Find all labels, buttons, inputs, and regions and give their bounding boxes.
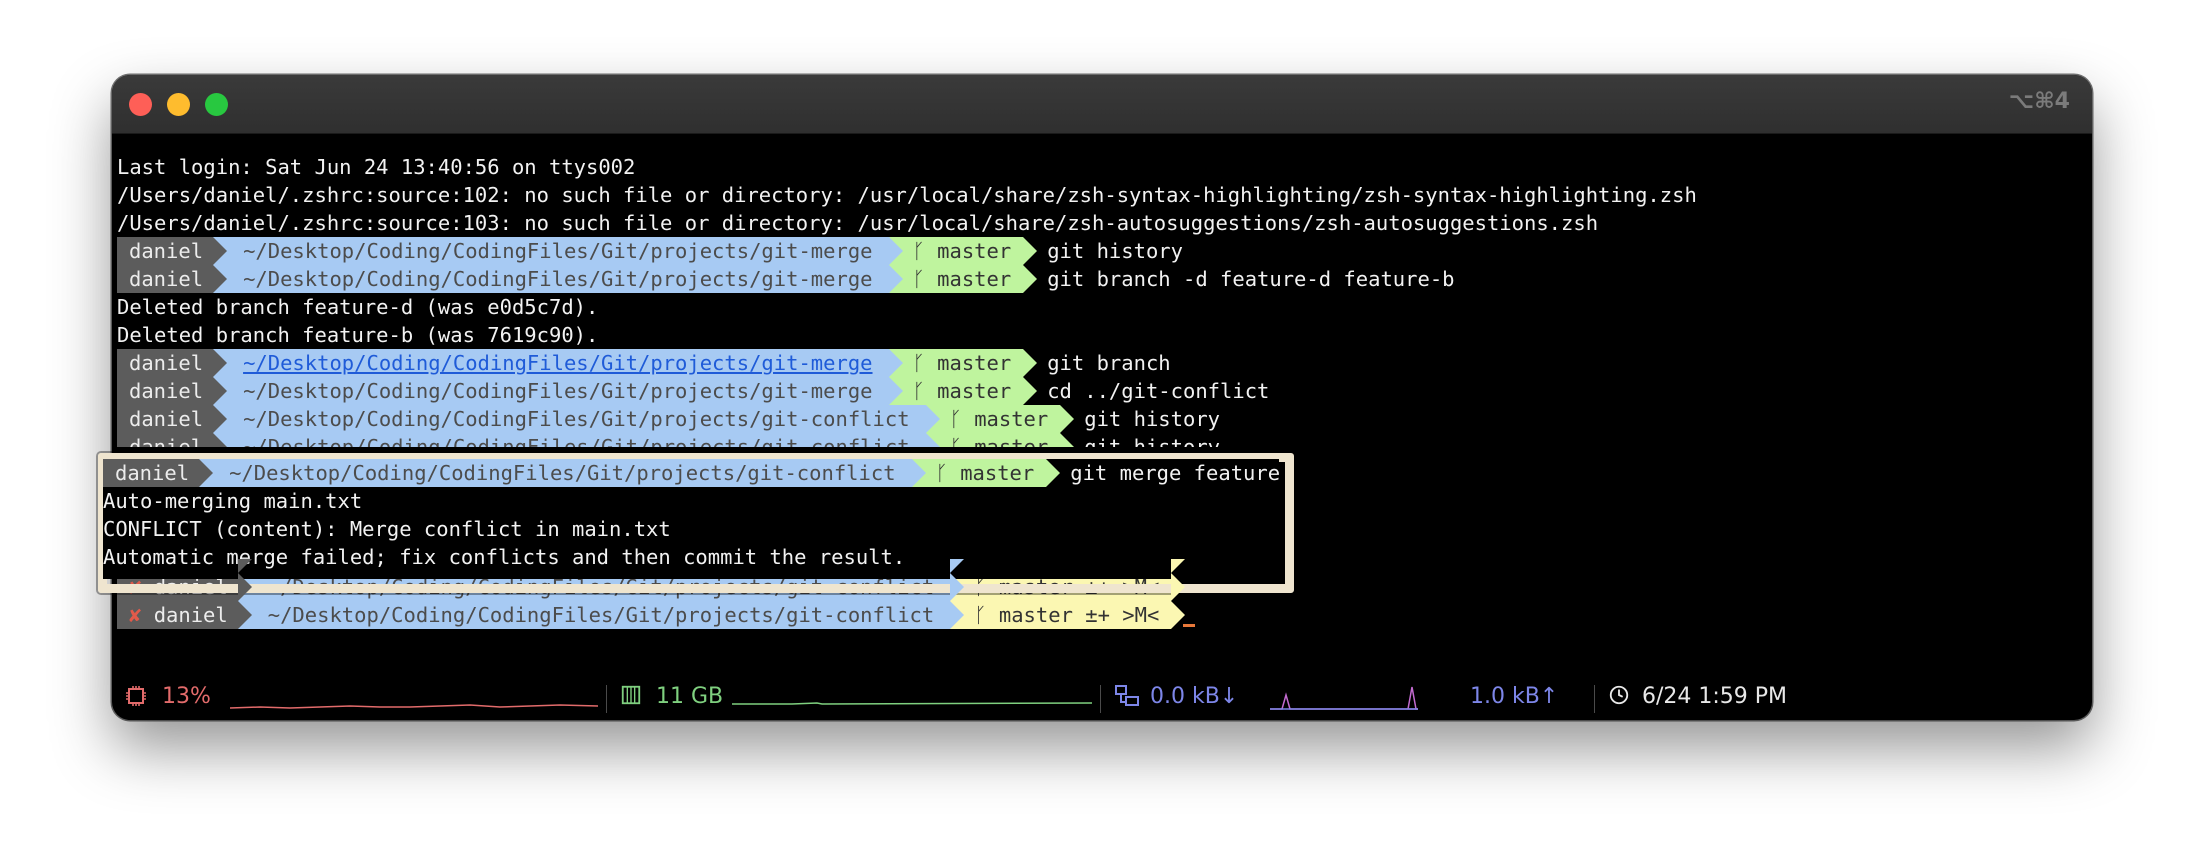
prompt-user: daniel xyxy=(117,265,228,293)
status-bar: 13% 11 GB 0.0 kB↓ 1.0 kB↑ 6/24 1:59 PM xyxy=(112,675,2092,719)
zoom-button[interactable] xyxy=(205,93,228,116)
error-line: /Users/daniel/.zshrc:source:103: no such… xyxy=(117,211,1599,235)
login-line: Last login: Sat Jun 24 13:40:56 on ttys0… xyxy=(117,155,636,179)
prompt-branch: ᚴ master xyxy=(925,405,1074,433)
network-icon xyxy=(1114,684,1140,711)
prompt-line: daniel ~/Desktop/Coding/CodingFiles/Git/… xyxy=(117,433,2092,447)
prompt-branch: ᚴ master xyxy=(888,349,1037,377)
cpu-usage: 13% xyxy=(162,684,211,709)
prompt-user: daniel xyxy=(117,433,228,447)
text-cursor xyxy=(1183,624,1196,627)
partially-hidden-line: daniel ~/Desktop/Coding/CodingFiles/Git/… xyxy=(117,433,2092,447)
prompt-user: daniel xyxy=(117,377,228,405)
prompt-line: daniel ~/Desktop/Coding/CodingFiles/Git/… xyxy=(117,349,2092,377)
command-text: git history xyxy=(1084,435,1221,447)
clock-icon xyxy=(1608,684,1630,709)
prompt-line: daniel ~/Desktop/Coding/CodingFiles/Git/… xyxy=(103,459,1279,487)
divider xyxy=(606,685,607,713)
prompt-path: ~/Desktop/Coding/CodingFiles/Git/project… xyxy=(213,433,941,447)
prompt-path: ~/Desktop/Coding/CodingFiles/Git/project… xyxy=(213,265,903,293)
memory-usage: 11 GB xyxy=(656,684,724,709)
output-line: CONFLICT (content): Merge conflict in ma… xyxy=(103,517,671,541)
prompt-branch: ᚴ master xyxy=(888,377,1037,405)
divider xyxy=(1594,685,1595,713)
prompt-user: daniel xyxy=(103,459,214,487)
cpu-sparkline xyxy=(230,704,598,709)
prompt-branch: ᚴ master xyxy=(925,433,1074,447)
highlight-box: daniel ~/Desktop/Coding/CodingFiles/Git/… xyxy=(98,453,1294,593)
prompt-branch: ᚴ master xyxy=(911,459,1060,487)
prompt-branch: ᚴ master ±+ >M< xyxy=(950,601,1186,629)
command-text: git history xyxy=(1084,407,1221,431)
divider xyxy=(1100,685,1101,713)
prompt-user: daniel xyxy=(117,237,228,265)
network-upload: 1.0 kB↑ xyxy=(1470,684,1559,709)
prompt-path: ~/Desktop/Coding/CodingFiles/Git/project… xyxy=(213,237,903,265)
command-text: cd ../git-conflict xyxy=(1047,379,1270,403)
date-time: 6/24 1:59 PM xyxy=(1642,684,1788,709)
minimize-button[interactable] xyxy=(167,93,190,116)
prompt-user: daniel xyxy=(117,405,228,433)
error-line: /Users/daniel/.zshrc:source:102: no such… xyxy=(117,183,1697,207)
prompt-user: ✘ daniel xyxy=(117,601,252,629)
error-x-icon: ✘ xyxy=(129,603,142,627)
output-line: Auto-merging main.txt xyxy=(103,489,363,513)
prompt-path: ~/Desktop/Coding/CodingFiles/Git/project… xyxy=(237,601,965,629)
window-shortcut: ⌥⌘4 xyxy=(2008,89,2070,114)
prompt-user: daniel xyxy=(117,349,228,377)
prompt-line: daniel ~/Desktop/Coding/CodingFiles/Git/… xyxy=(117,405,2092,433)
prompt-line: daniel ~/Desktop/Coding/CodingFiles/Git/… xyxy=(117,265,2092,293)
highlight-content: daniel ~/Desktop/Coding/CodingFiles/Git/… xyxy=(103,459,1279,579)
title-bar[interactable]: ⌥⌘4 xyxy=(112,75,2092,134)
close-button[interactable] xyxy=(129,93,152,116)
prompt-path: ~/Desktop/Coding/CodingFiles/Git/project… xyxy=(213,405,941,433)
prompt-branch: ᚴ master xyxy=(888,237,1037,265)
cpu-icon xyxy=(124,684,148,711)
terminal-window: ⌥⌘4 Last login: Sat Jun 24 13:40:56 on t… xyxy=(112,75,2092,720)
memory-icon xyxy=(620,684,642,709)
output-line: Automatic merge failed; fix conflicts an… xyxy=(103,545,906,569)
output-line: Deleted branch feature-d (was e0d5c7d). xyxy=(117,295,599,319)
prompt-path: ~/Desktop/Coding/CodingFiles/Git/project… xyxy=(213,377,903,405)
output-line: Deleted branch feature-b (was 7619c90). xyxy=(117,323,599,347)
command-text: git history xyxy=(1047,239,1183,263)
prompt-path: ~/Desktop/Coding/CodingFiles/Git/project… xyxy=(199,459,927,487)
command-text: git merge feature xyxy=(1070,461,1279,485)
memory-sparkline xyxy=(732,702,1092,705)
prompt-line: daniel ~/Desktop/Coding/CodingFiles/Git/… xyxy=(117,237,2092,265)
prompt-path-link[interactable]: ~/Desktop/Coding/CodingFiles/Git/project… xyxy=(213,349,903,377)
network-download: 0.0 kB↓ xyxy=(1150,684,1239,709)
prompt-line-current[interactable]: ✘ daniel ~/Desktop/Coding/CodingFiles/Gi… xyxy=(117,601,2092,629)
network-sparkline xyxy=(1270,686,1418,710)
command-text: git branch xyxy=(1047,351,1171,375)
command-text: git branch -d feature-d feature-b xyxy=(1047,267,1455,291)
prompt-line: daniel ~/Desktop/Coding/CodingFiles/Git/… xyxy=(117,377,2092,405)
prompt-branch: ᚴ master xyxy=(888,265,1037,293)
